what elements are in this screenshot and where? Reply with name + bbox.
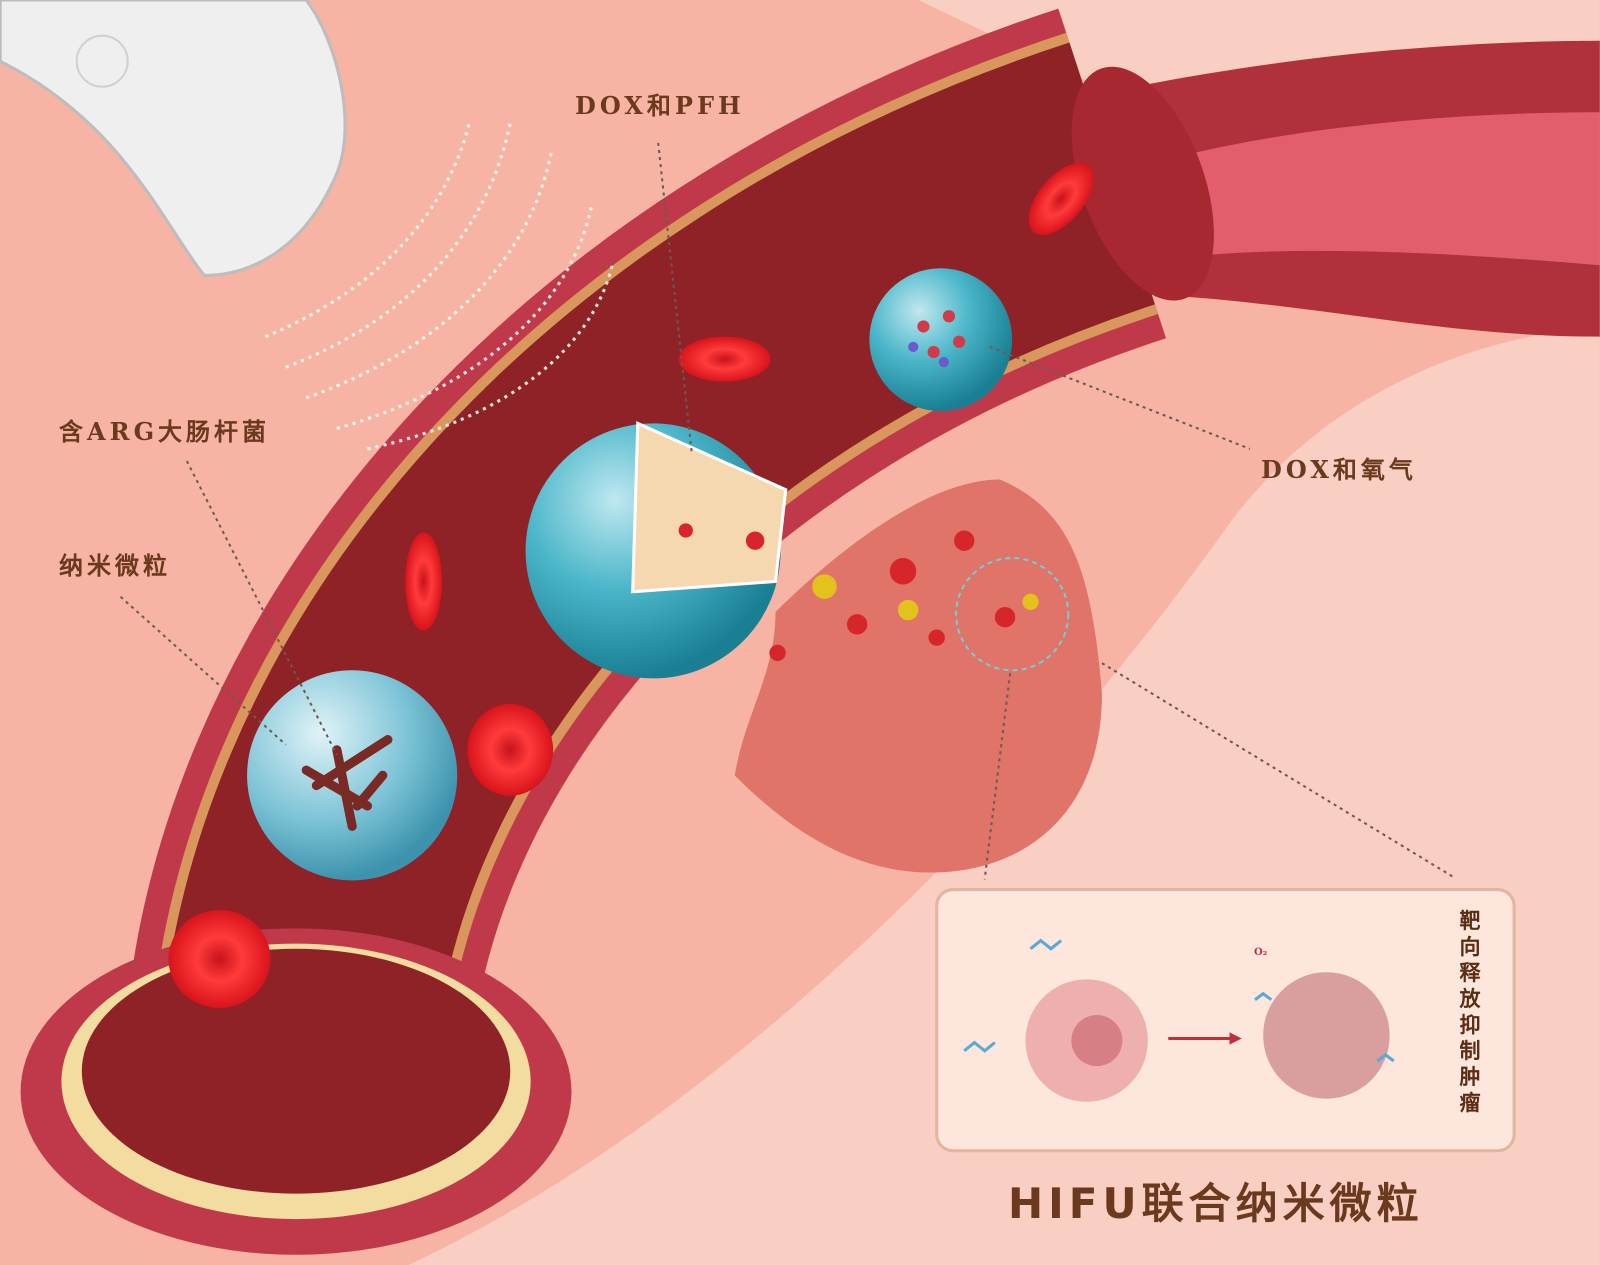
bacteria-icon	[301, 735, 393, 831]
nanoparticle-with-bacteria	[247, 670, 458, 881]
o2-label: O₂	[1254, 947, 1268, 958]
tumor	[734, 479, 1102, 873]
red-blood-cell	[168, 909, 271, 1008]
nanoparticle-dox-oxygen	[869, 268, 1013, 412]
leader-lines	[119, 142, 1455, 880]
vessel-lumen	[158, 42, 1156, 1088]
figure-title: HIFU联合纳米微粒	[1008, 1179, 1424, 1228]
label-nanoparticle: 纳米微粒	[59, 551, 171, 580]
red-blood-cell	[405, 532, 442, 631]
hifu-probe	[0, 0, 347, 277]
inset-molecules	[963, 938, 1395, 1063]
drug-molecules	[678, 523, 1039, 662]
probe-button-icon	[75, 34, 129, 88]
ultrasound-waves	[264, 122, 614, 451]
inset-cell-nucleus	[1071, 1015, 1123, 1067]
red-blood-cell	[1028, 163, 1094, 235]
label-arg-ecoli: 含ARG大肠杆菌	[59, 417, 271, 446]
zoom-circle	[955, 557, 1070, 672]
arrow-head	[1229, 1032, 1242, 1045]
nanoparticle-cutaway	[631, 421, 788, 594]
inset-vertical-caption: 靶向释放抑制肿瘤	[1459, 908, 1481, 1115]
inset-panel	[935, 888, 1516, 1153]
vessel-cut-lumen	[81, 948, 511, 1194]
inset-destroyed-tumor	[1263, 972, 1390, 1099]
molecule-icon	[908, 310, 966, 368]
red-blood-cell	[678, 336, 771, 382]
vessel-far-opening	[1071, 66, 1214, 301]
vessel-highlight	[1193, 112, 1600, 266]
red-blood-cell	[467, 703, 554, 796]
label-dox-oxygen: DOX和氧气	[1261, 455, 1417, 484]
label-dox-pfh: DOX和PFH	[575, 91, 745, 120]
